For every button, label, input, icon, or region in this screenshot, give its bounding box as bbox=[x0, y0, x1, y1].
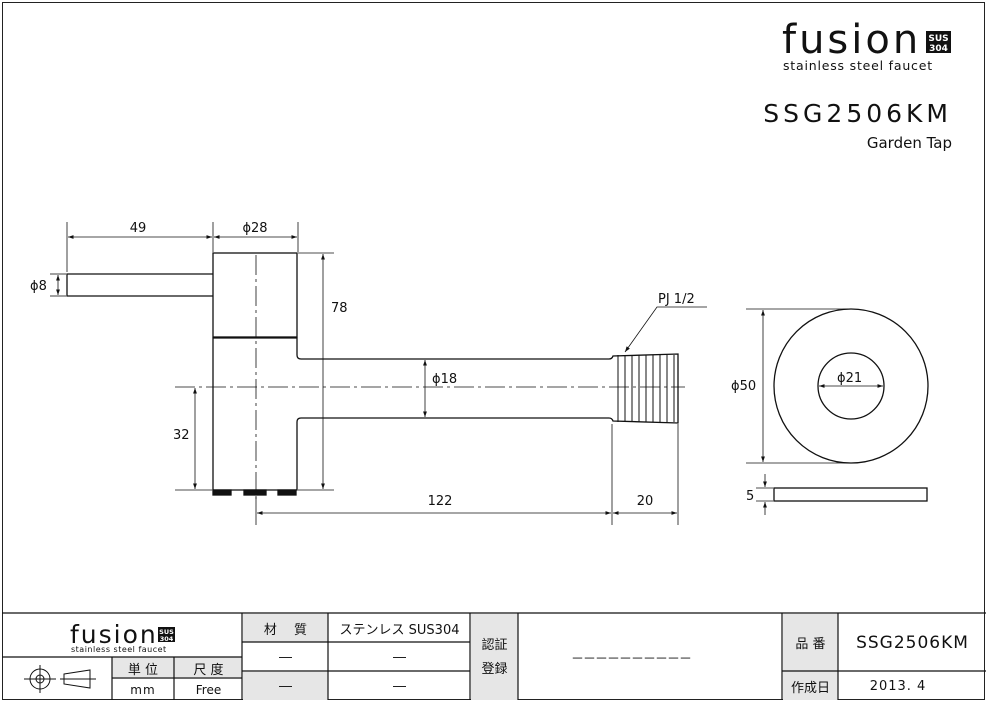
title-block-badge-top: SUS bbox=[159, 628, 174, 636]
brand-logo: fusion SUS 304 stainless steel faucet bbox=[782, 17, 951, 73]
label-body-height: 78 bbox=[331, 301, 348, 316]
material-label: 材 質 bbox=[263, 622, 308, 638]
material-dash-3: ― bbox=[279, 678, 292, 694]
label-body-diameter: ϕ28 bbox=[242, 221, 267, 236]
cert-value: －－－－－－－－－－ bbox=[570, 651, 692, 667]
thread-grooves bbox=[617, 355, 675, 422]
material-dash-4: ― bbox=[393, 678, 406, 694]
lever-handle bbox=[66, 273, 222, 297]
label-lever-diameter: ϕ8 bbox=[30, 279, 47, 294]
base-nub bbox=[243, 489, 267, 496]
material-dash-2: ― bbox=[393, 649, 406, 665]
label-spout-height: 32 bbox=[173, 428, 190, 443]
unit-label: 単 位 bbox=[127, 662, 159, 678]
label-lever-length: 49 bbox=[130, 221, 147, 236]
brand-tagline: stainless steel faucet bbox=[783, 58, 933, 73]
brand-badge-top: SUS bbox=[928, 34, 948, 44]
brand-name: fusion bbox=[782, 17, 921, 63]
cert-label-1: 認証 bbox=[481, 637, 508, 653]
title-block-tagline: stainless steel faucet bbox=[71, 645, 167, 654]
label-spout-diameter: ϕ18 bbox=[432, 372, 457, 387]
label-flange-hole: ϕ21 bbox=[837, 371, 862, 386]
unit-value: mm bbox=[130, 682, 156, 697]
product-name: Garden Tap bbox=[867, 134, 952, 152]
label-thread-length: 20 bbox=[637, 494, 654, 509]
side-view-dimension-labels: 49 ϕ28 ϕ8 78 ϕ18 PJ 1/2 32 122 20 bbox=[30, 221, 695, 509]
title-block-logo: fusion bbox=[70, 620, 158, 649]
side-view-dimensions bbox=[50, 222, 707, 525]
cert-label-2: 登録 bbox=[481, 661, 508, 677]
date-value: 2013. 4 bbox=[869, 678, 927, 694]
label-flange-diameter: ϕ50 bbox=[731, 379, 756, 394]
part-no-label: 品 番 bbox=[795, 637, 826, 652]
side-view bbox=[66, 252, 685, 500]
title-block-badge-bottom: 304 bbox=[160, 635, 174, 643]
material-dash-1: ― bbox=[279, 649, 292, 665]
date-label: 作成日 bbox=[790, 680, 830, 696]
handle-cap bbox=[212, 252, 298, 338]
scale-value: Free bbox=[195, 682, 222, 697]
base-nub bbox=[212, 489, 232, 496]
title-block-badge bbox=[158, 627, 175, 642]
flange-view bbox=[773, 308, 929, 502]
brand-badge bbox=[926, 31, 951, 53]
projection-symbol-icon bbox=[24, 665, 96, 693]
thread-leader bbox=[624, 306, 707, 353]
flange-dimensions bbox=[746, 308, 883, 515]
part-no-value: SSG2506KM bbox=[856, 632, 969, 653]
title-block: fusion SUS 304 stainless steel faucet bbox=[2, 612, 986, 700]
faucet-body bbox=[212, 337, 679, 491]
scale-label: 尺 度 bbox=[193, 662, 224, 678]
flange-side-profile bbox=[773, 487, 928, 502]
brand-badge-bottom: 304 bbox=[929, 44, 948, 54]
material-value: ステンレス SUS304 bbox=[339, 622, 460, 638]
label-spout-length: 122 bbox=[428, 494, 453, 509]
model-number: SSG2506KM bbox=[763, 99, 952, 128]
base-nub bbox=[277, 489, 297, 496]
label-thread-spec: PJ 1/2 bbox=[658, 292, 695, 307]
label-flange-thickness: 5 bbox=[746, 489, 754, 504]
